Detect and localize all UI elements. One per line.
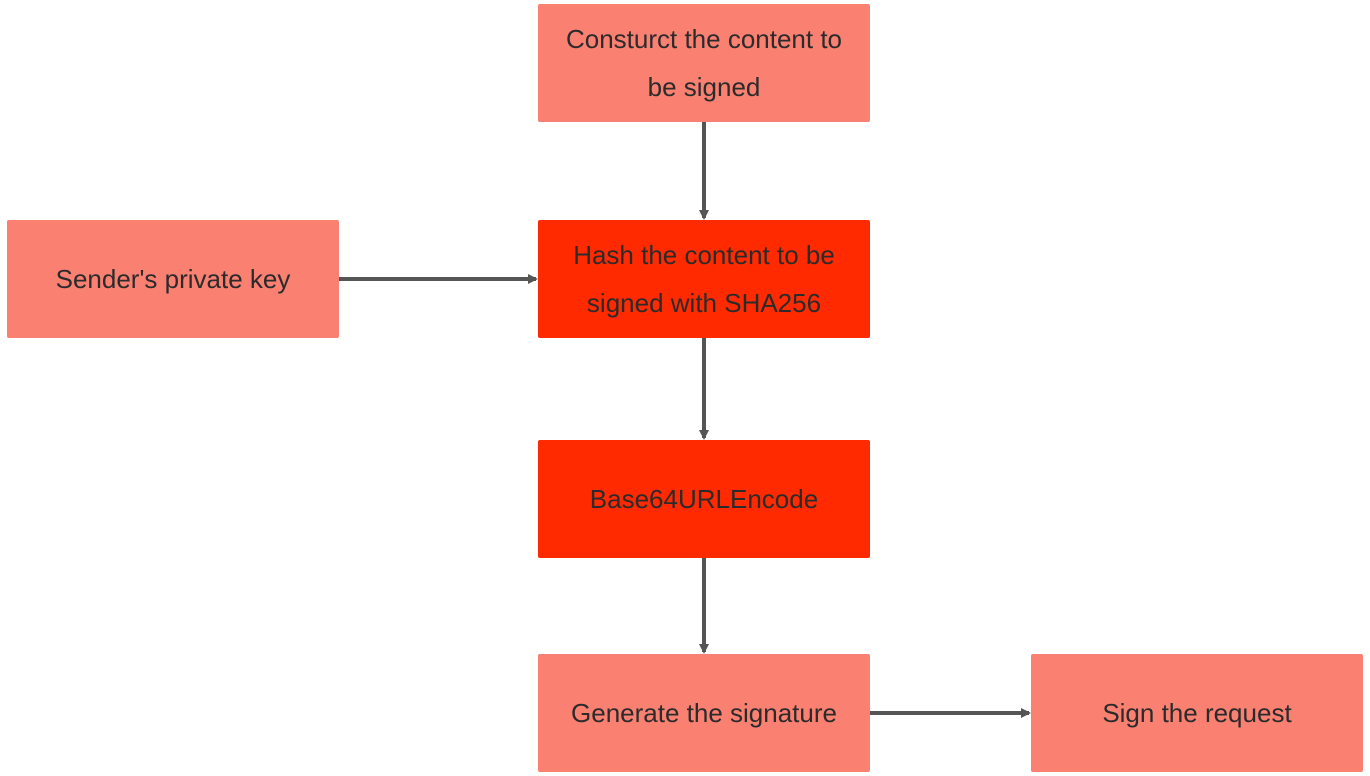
- node-construct-content: Consturct the content to be signed: [538, 4, 870, 122]
- node-base64-encode-label: Base64URLEncode: [589, 484, 819, 514]
- node-base64-encode: Base64URLEncode: [538, 440, 870, 558]
- node-hash-content-label: Hash the content to be signed with SHA25…: [573, 240, 835, 318]
- node-sender-private-key-label: Sender's private key: [55, 264, 291, 294]
- node-sign-request-label: Sign the request: [1102, 698, 1292, 728]
- node-generate-signature-label: Generate the signature: [571, 698, 837, 728]
- node-construct-content-label: Consturct the content to be signed: [565, 24, 843, 102]
- node-hash-content: Hash the content to be signed with SHA25…: [538, 220, 870, 338]
- node-generate-signature: Generate the signature: [538, 654, 870, 772]
- node-sign-request: Sign the request: [1031, 654, 1363, 772]
- node-sender-private-key: Sender's private key: [7, 220, 339, 338]
